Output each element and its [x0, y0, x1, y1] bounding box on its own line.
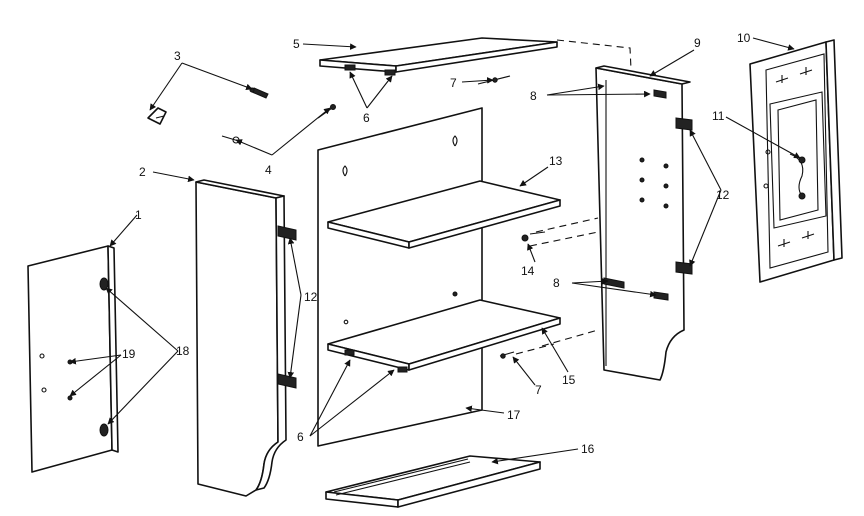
- label-1: 1: [135, 208, 142, 222]
- upper-shelf-part-13: [327, 180, 561, 249]
- label-8-bottom: 8: [553, 276, 560, 290]
- label-9: 9: [694, 36, 701, 50]
- label-14: 14: [521, 264, 535, 278]
- screws-part-4: [221, 104, 336, 144]
- part-labels: 1 2 3 4 5 6 6 7 7 8 8 9 10 11 12 12 13 1…: [122, 31, 751, 456]
- back-panel-part-17: [317, 107, 483, 447]
- knobs-part-3: [147, 87, 269, 125]
- label-12-left: 12: [304, 290, 318, 304]
- label-7-bottom: 7: [535, 383, 542, 397]
- label-15: 15: [562, 373, 576, 387]
- right-door-part-10: [749, 39, 843, 283]
- label-13: 13: [549, 154, 563, 168]
- top-panel-part-5: [319, 37, 558, 76]
- label-2: 2: [139, 165, 146, 179]
- label-4: 4: [265, 163, 272, 177]
- label-6-top: 6: [363, 111, 370, 125]
- label-7-top: 7: [450, 76, 457, 90]
- label-12-right: 12: [716, 188, 730, 202]
- label-3: 3: [174, 49, 181, 63]
- bottom-base-part-16: [325, 455, 541, 508]
- lower-shelf-part-15: [327, 299, 561, 373]
- pins-part-7: [477, 75, 515, 359]
- label-18: 18: [176, 344, 190, 358]
- shelf-pin-part-14: [521, 231, 546, 242]
- left-side-panel-part-2: [195, 179, 297, 497]
- latch-part-11: [763, 149, 806, 200]
- label-8-top: 8: [530, 89, 537, 103]
- label-16: 16: [581, 442, 595, 456]
- label-19: 19: [122, 347, 136, 361]
- right-side-panel-part-9: [595, 65, 693, 381]
- label-6-bottom: 6: [297, 430, 304, 444]
- leader-lines: [69, 37, 801, 465]
- label-17: 17: [507, 408, 521, 422]
- label-5: 5: [293, 37, 300, 51]
- label-11: 11: [712, 109, 725, 123]
- left-door-part-1: [27, 245, 119, 473]
- label-10: 10: [737, 31, 751, 45]
